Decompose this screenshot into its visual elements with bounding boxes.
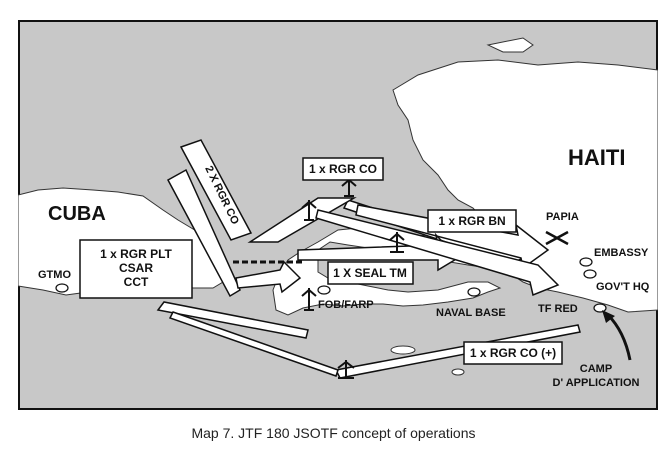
unit-box-rgr-co: 1 x RGR CO [302,157,384,181]
arrow-east [315,209,560,297]
naval-base-marker [467,287,481,297]
unit-box-rgr-bn: 1 x RGR BN [427,209,517,233]
haiti-label: HAITI [568,145,625,170]
embassy-marker [579,257,593,267]
arrow-to-fob [235,260,302,294]
arrow-from-co [247,197,357,243]
gtmo-label: GTMO [38,269,71,281]
operations-map: CUBA HAITI 1 x RGR PLT CSAR CCT 2 X RGR … [18,20,658,410]
rgr-plt-line2: CSAR [119,261,153,275]
camp-label-line2: D' APPLICATION [553,377,640,389]
unit-box-rgr-co-plus: 1 x RGR CO (+) [463,341,563,365]
arrow-to-govt [355,204,550,270]
camp-arrowhead [602,310,615,323]
seal-tm-label: 1 X SEAL TM [333,266,407,280]
tf-red-label: TF RED [538,303,578,315]
movement-arrows [156,168,581,379]
fob-marker [317,285,331,295]
map-caption: Map 7. JTF 180 JSOTF concept of operatio… [191,425,476,441]
arrow-to-camp [334,324,581,379]
arrow-south-west [168,311,339,377]
location-markers [55,257,607,313]
unit-box-rgr-plt: 1 x RGR PLT CSAR CCT [79,239,193,299]
drop-symbol-3 [389,232,405,253]
papia-label: PAPIA [546,211,579,223]
tf-red-marker [593,303,607,313]
island-gonave [390,345,416,355]
gtmo-marker [55,283,69,293]
rgr-co-plus-label: 1 x RGR CO (+) [470,346,556,360]
arrow-from-south [156,301,309,339]
unit-box-seal-tm: 1 X SEAL TM [327,261,414,285]
cuba-label: CUBA [48,203,106,225]
naval-base-label: NAVAL BASE [436,307,506,319]
cuba-north-landmass [486,37,534,53]
drop-symbol-1 [301,200,317,221]
drop-symbol-5 [337,360,355,379]
camp-label-line1: CAMP [580,363,612,375]
arrow-from-north [166,168,241,298]
rgr-co-label: 1 x RGR CO [309,162,377,176]
rgr-plt-line1: 1 x RGR PLT [100,247,172,261]
island-small-south [451,368,465,376]
drop-symbols [301,178,405,379]
govt-hq-marker [583,269,597,279]
embassy-label: EMBASSY [594,247,649,259]
drop-symbol-4 [301,288,317,311]
govt-hq-label: GOV'T HQ [596,281,650,293]
rgr-bn-label: 1 x RGR BN [438,214,505,228]
rgr-plt-line3: CCT [124,275,149,289]
fob-farp-label: FOB/FARP [318,299,374,311]
papia-x-icon [545,230,569,246]
